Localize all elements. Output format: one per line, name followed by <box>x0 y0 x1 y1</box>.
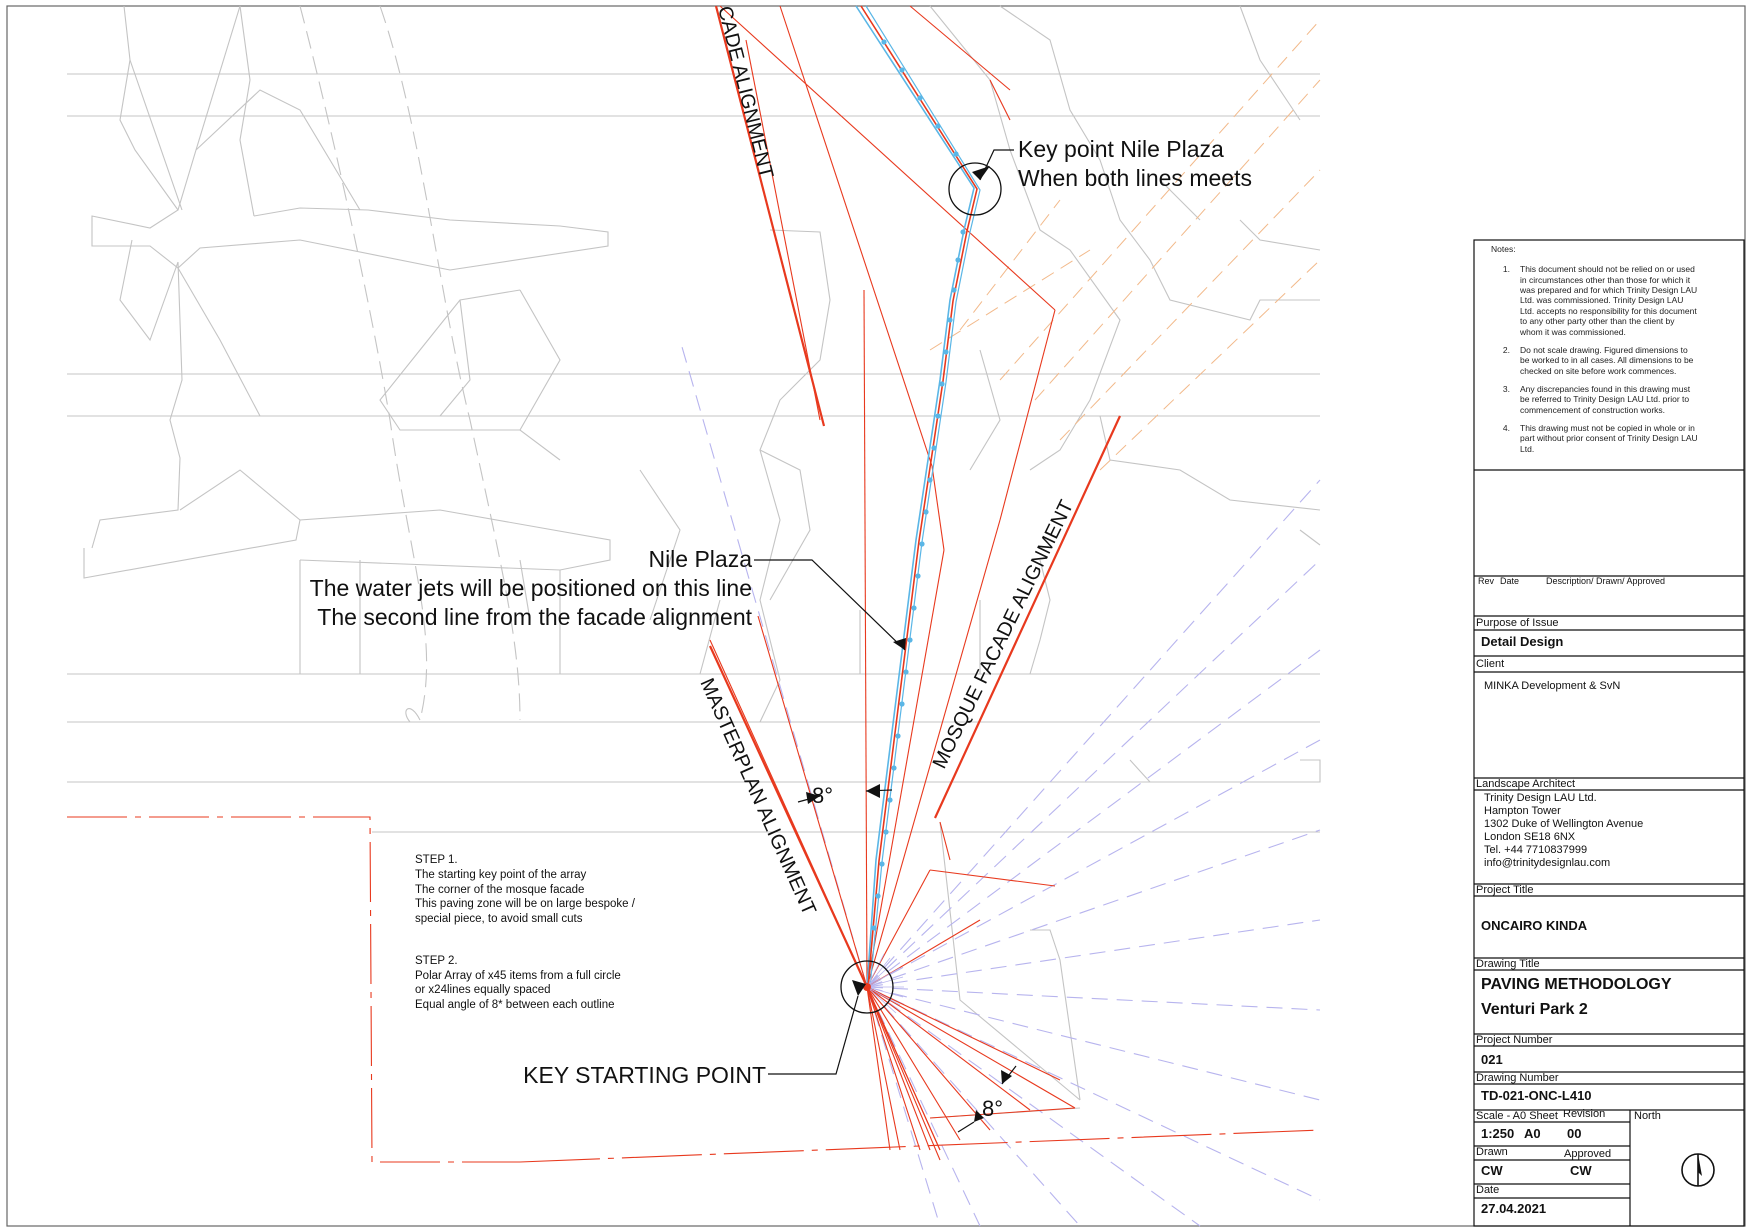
scale-value: 1:250 <box>1481 1126 1515 1141</box>
nile-plaza-label-line3: The second line from the facade alignmen… <box>317 604 752 630</box>
note-text: This drawing must not be copied in whole… <box>1520 423 1698 454</box>
project-number-value: 021 <box>1481 1052 1503 1067</box>
nile-plaza-label-line1: Nile Plaza <box>648 546 752 572</box>
water-jet-line <box>855 5 981 988</box>
client-value: MINKA Development & SvN <box>1484 680 1621 692</box>
masterplan-alignment-line <box>709 645 868 988</box>
masterplan-alignment-label: MASTERPLAN ALIGNMENT <box>695 675 820 918</box>
background-linework <box>67 5 1321 1119</box>
revision-value: 00 <box>1567 1126 1582 1141</box>
architect-line: 1302 Duke of Wellington Avenue <box>1484 818 1644 830</box>
angle-upper-label: 8° <box>812 783 833 808</box>
sheet-value: A0 <box>1524 1126 1541 1141</box>
architect-line: info@trinitydesignlau.com <box>1484 857 1611 869</box>
north-label: North <box>1634 1110 1661 1122</box>
scale-label: Scale - A0 Sheet <box>1476 1110 1558 1122</box>
project-title-value: ONCAIRO KINDA <box>1481 918 1588 933</box>
peach-dashed-lines <box>929 19 1321 471</box>
key-starting-point-label: KEY STARTING POINT <box>523 1062 766 1088</box>
client-label: Client <box>1476 658 1505 670</box>
step1-line: The corner of the mosque facade <box>415 884 584 896</box>
purpose-value: Detail Design <box>1481 634 1564 649</box>
drawing-number-label: Drawing Number <box>1476 1072 1559 1084</box>
radial-dashed-lines <box>679 339 1321 1227</box>
rev-header-rev: Rev <box>1478 576 1495 586</box>
revision-label: Revision <box>1563 1108 1606 1120</box>
alignment-lines <box>709 5 1121 988</box>
purpose-label: Purpose of Issue <box>1476 617 1559 629</box>
rev-header-description: Description/ Drawn/ Approved <box>1546 576 1666 586</box>
cade-alignment-line <box>714 5 826 427</box>
nile-plaza-label-line2: The water jets will be positioned on thi… <box>310 575 752 601</box>
note-text: Do not scale drawing. Figured dimensions… <box>1520 344 1694 376</box>
step1-line: special piece, to avoid small cuts <box>415 913 583 925</box>
architect-line: Trinity Design LAU Ltd. <box>1484 792 1597 804</box>
note-item: 2. Do not scale drawing. Figured dimensi… <box>1488 345 1698 376</box>
leader-arrowheads <box>806 166 1012 1122</box>
key-point-nile-plaza-circle <box>948 162 1002 216</box>
date-value: 27.04.2021 <box>1481 1201 1547 1216</box>
approved-label: Approved <box>1564 1148 1612 1160</box>
drawing-number-value: TD-021-ONC-L410 <box>1481 1088 1592 1103</box>
note-number: 3. <box>1502 383 1510 394</box>
key-starting-point-circle <box>840 960 894 1014</box>
drawn-value: CW <box>1481 1163 1503 1178</box>
cade-alignment-label: CADE ALIGNMENT <box>713 4 777 181</box>
step2-line: or x24lines equally spaced <box>415 984 551 996</box>
architect-line: Tel. +44 7710837999 <box>1484 844 1588 856</box>
step2-title: STEP 2. <box>415 955 458 967</box>
note-number: 1. <box>1502 264 1510 275</box>
mosque-facade-alignment-line <box>934 415 1121 819</box>
step1-line: This paving zone will be on large bespok… <box>415 898 636 910</box>
north-arrow-icon <box>1681 1153 1715 1187</box>
notes-title: Notes: <box>1491 244 1516 254</box>
drawing-title-label: Drawing Title <box>1476 958 1540 970</box>
note-number: 2. <box>1502 344 1510 355</box>
title-block-frame <box>1473 239 1745 1227</box>
drawn-label: Drawn <box>1476 1146 1508 1158</box>
step2-line: Equal angle of 8* between each outline <box>415 999 615 1011</box>
key-point-label-line2: When both lines meets <box>1018 165 1252 191</box>
drawing-title-line2: Venturi Park 2 <box>1481 1001 1588 1018</box>
note-item: 1. This document should not be relied on… <box>1488 264 1698 337</box>
architect-label: Landscape Architect <box>1476 778 1576 790</box>
note-item: 3. Any discrepancies found in this drawi… <box>1488 384 1698 415</box>
architect-line: London SE18 6NX <box>1484 831 1576 843</box>
drawing-labels: CADE ALIGNMENT MASTERPLAN ALIGNMENT MOSQ… <box>310 4 1252 1121</box>
note-number: 4. <box>1502 423 1510 434</box>
note-text: Any discrepancies found in this drawing … <box>1520 383 1691 415</box>
mosque-facade-alignment-label: MOSQUE FACADE ALIGNMENT <box>929 497 1078 772</box>
step1-title: STEP 1. <box>415 854 458 866</box>
step2-line: Polar Array of x45 items from a full cir… <box>415 970 621 982</box>
step1-line: The starting key point of the array <box>415 869 587 881</box>
project-number-label: Project Number <box>1476 1034 1553 1046</box>
drawing-title-line1: PAVING METHODOLOGY <box>1481 976 1672 993</box>
project-title-label: Project Title <box>1476 884 1534 896</box>
notes-block: Notes: 1. This document should not be re… <box>1488 244 1698 462</box>
red-linework <box>67 5 1321 1163</box>
sheet-border <box>6 5 1746 1227</box>
note-text: This document should not be relied on or… <box>1520 264 1698 337</box>
note-item: 4. This drawing must not be copied in wh… <box>1488 423 1698 454</box>
architect-line: Hampton Tower <box>1484 805 1561 817</box>
leader-lines <box>754 149 1017 1133</box>
date-label: Date <box>1476 1184 1500 1196</box>
key-point-label-line1: Key point Nile Plaza <box>1018 136 1224 162</box>
approved-value: CW <box>1570 1163 1592 1178</box>
rev-header-date: Date <box>1500 576 1520 586</box>
angle-lower-label: 8° <box>982 1096 1003 1121</box>
radial-fan <box>866 953 904 1014</box>
